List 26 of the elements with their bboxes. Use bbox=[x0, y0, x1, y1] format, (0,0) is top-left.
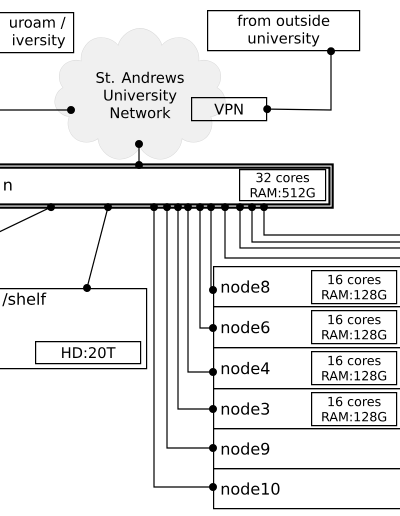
connector bbox=[207, 203, 217, 294]
connector bbox=[174, 203, 217, 413]
connector bbox=[150, 203, 217, 491]
connector bbox=[263, 47, 335, 114]
connector bbox=[0, 203, 55, 234]
connector bbox=[260, 203, 400, 236]
connector bbox=[248, 203, 400, 243]
spec-box: 32 cores RAM:512G bbox=[239, 169, 326, 202]
spec-box: 16 cores RAM:128G bbox=[311, 310, 398, 344]
location-box: uroam / iversity bbox=[0, 12, 74, 54]
vpn-box: VPN bbox=[191, 97, 268, 122]
location-box: from outside university bbox=[207, 10, 360, 52]
connector bbox=[236, 203, 400, 249]
compute-node-box: node10 bbox=[213, 468, 400, 510]
spec-box: 16 cores RAM:128G bbox=[311, 270, 398, 304]
spec-box: 16 cores RAM:128G bbox=[311, 392, 398, 426]
connector bbox=[83, 203, 112, 292]
connector bbox=[0, 106, 75, 114]
connector bbox=[221, 203, 400, 259]
spec-box: 16 cores RAM:128G bbox=[311, 351, 398, 386]
compute-node-box: node9 bbox=[213, 428, 400, 470]
spec-box: HD:20T bbox=[35, 341, 142, 364]
connector bbox=[163, 203, 217, 452]
connector bbox=[184, 203, 217, 376]
connector bbox=[135, 140, 143, 169]
connector bbox=[196, 203, 217, 332]
